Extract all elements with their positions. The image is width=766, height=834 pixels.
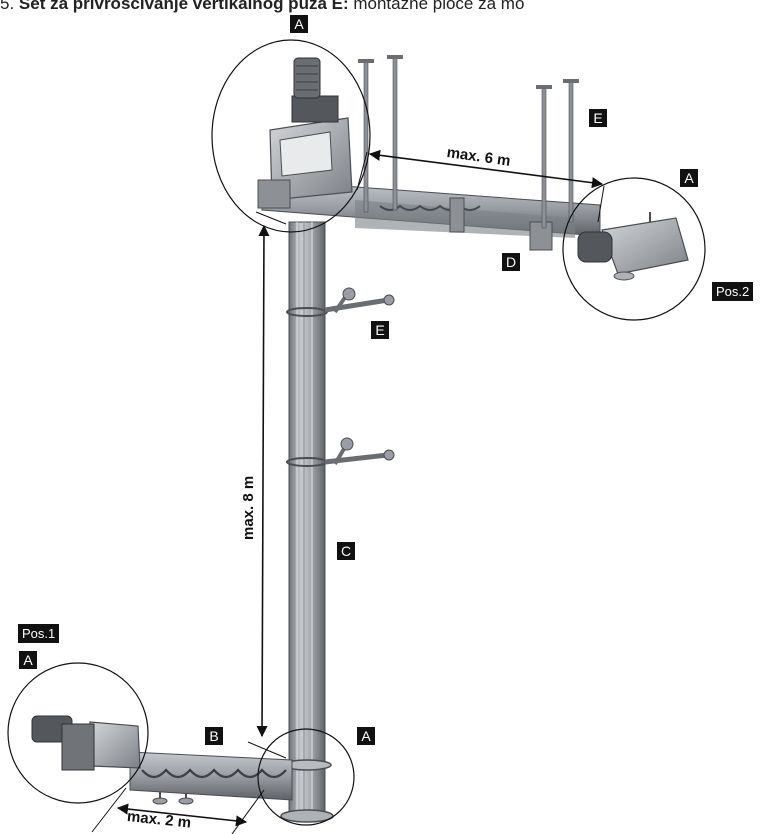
detail-circles	[7, 39, 706, 826]
bottom-feed-conveyor	[31, 715, 293, 805]
label-a-right: A	[680, 169, 698, 187]
label-c: C	[337, 542, 355, 560]
dimension-lines	[91, 149, 605, 834]
label-e-top-right: E	[589, 109, 607, 127]
label-pos1: Pos.1	[18, 624, 60, 643]
heading-prefix: 5.	[0, 0, 19, 13]
label-e-middle: E	[371, 321, 389, 339]
dimension-vertical: max. 8 m	[240, 475, 257, 540]
label-d: D	[502, 253, 520, 271]
top-horizontal-conveyor	[261, 179, 601, 251]
label-a-bottom: A	[357, 727, 375, 745]
label-a-left: A	[19, 651, 37, 669]
label-a-top: A	[290, 15, 308, 33]
top-inlet-assembly	[257, 57, 353, 209]
label-b: B	[205, 727, 223, 745]
label-pos2: Pos.2	[712, 282, 754, 301]
heading-bold: Set za privrošćivanje vertikalnog puža E…	[18, 0, 349, 13]
support-bracket-lower	[324, 437, 395, 466]
heading-rest: montažne ploče za mo	[348, 0, 525, 13]
vertical-tube	[280, 221, 334, 823]
section-heading: 5. Set za privrošćivanje vertikalnog puž…	[0, 0, 766, 18]
support-bracket-upper	[324, 287, 395, 314]
right-drive-unit	[577, 212, 689, 281]
